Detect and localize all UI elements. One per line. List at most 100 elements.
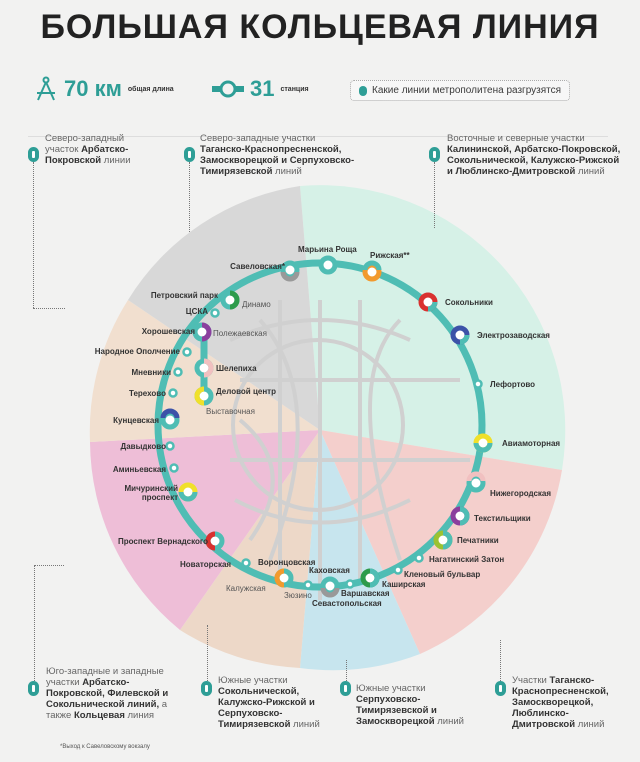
station-zyuzino <box>303 580 313 590</box>
info-pin-icon <box>340 681 351 696</box>
station-label: Авиамоторная <box>502 439 561 448</box>
station-tekstilshchiki <box>450 506 470 526</box>
station-aviamotornaya <box>473 433 493 453</box>
station-label: Мневники <box>131 368 171 377</box>
note-northwest-2: Северо-западные участки Таганско-Красноп… <box>200 133 355 177</box>
station-label: Петровский парк <box>150 291 218 300</box>
note-southwest: Юго-западные и западные участки Арбатско… <box>46 666 169 721</box>
callout-line <box>207 625 208 685</box>
info-pin-icon <box>28 147 39 162</box>
station-sokolniki <box>418 292 438 312</box>
note-south-2: Южные участки Серпуховско-Тимирязевской … <box>356 683 464 727</box>
station-label: Электрозаводская <box>477 331 550 340</box>
station-label: Каширская <box>382 580 426 589</box>
station-kashirskaya <box>360 568 380 588</box>
station-label: Терехово <box>128 389 166 398</box>
stations-value: 31 <box>250 76 275 101</box>
station-michurinsky <box>178 482 198 502</box>
callout-line <box>34 565 35 685</box>
station-label: Давыдково <box>120 442 166 451</box>
station-label: Деловой центр <box>216 387 276 396</box>
station-terekhovo <box>168 388 178 398</box>
station-label: Нижегородская <box>490 489 552 498</box>
info-pin-icon <box>201 681 212 696</box>
station-label: Народное Ополчение <box>94 347 180 356</box>
info-pin-icon <box>28 681 39 696</box>
station-pechatniki <box>433 530 453 550</box>
station-petrovsky-park <box>220 290 240 310</box>
info-pin-icon <box>495 681 506 696</box>
station-novatorskaya <box>205 531 225 551</box>
station-savelovskaya <box>280 260 300 282</box>
callout-line <box>346 660 347 685</box>
station-label: Аминьевская <box>112 465 166 474</box>
station-label: Рижская** <box>370 251 410 260</box>
length-stat: 70 км общая длина <box>34 76 174 102</box>
stations-label: станция <box>280 85 309 93</box>
station-label: Хорошевская <box>141 327 195 336</box>
station-label: ЦСКА <box>185 307 208 316</box>
station-lefortovo <box>473 379 483 389</box>
station-varshavskaya <box>345 579 355 589</box>
callout-line <box>33 162 34 308</box>
station-small <box>241 558 251 568</box>
station-klenovy-bulvar <box>393 565 403 575</box>
station-khoroshevskaya <box>192 322 212 342</box>
station-label: Севастопольская <box>312 599 382 608</box>
station-label: Новаторская <box>180 560 232 569</box>
compass-icon <box>37 76 55 101</box>
station-label: Мичуринский проспект <box>124 484 179 502</box>
callout-line <box>434 162 435 228</box>
legend-button-label: Какие линии метрополитена разгрузятся <box>372 85 562 96</box>
station-narodnoe-opolchenie <box>182 347 192 357</box>
zone-south-west <box>180 430 320 668</box>
zone-northwest <box>128 186 320 430</box>
callout-line <box>500 640 501 685</box>
stations <box>160 255 493 598</box>
station-label: Воронцовская <box>258 558 316 567</box>
station-label: Сокольники <box>445 298 493 307</box>
zone-northeast <box>300 185 566 470</box>
station-label: Проспект Вернадского <box>117 537 208 546</box>
station-label: Печатники <box>457 536 499 545</box>
station-label: Каховская <box>309 566 350 575</box>
note-southeast: Участки Таганско-Краснопресненской, Замо… <box>512 675 609 730</box>
station-maryina-roshcha <box>318 255 338 275</box>
station-icon <box>212 80 244 98</box>
station-label: Лефортово <box>490 380 536 389</box>
station-label: Савеловская* <box>230 262 285 271</box>
station-rizhskaya <box>362 260 382 282</box>
divider <box>28 136 608 137</box>
station-vorontsovskaya <box>274 568 294 588</box>
note-northeast: Восточные и северные участки Калининской… <box>447 133 621 177</box>
stations-stat: 31 станция <box>212 76 309 102</box>
station-label: Шелепиха <box>216 364 257 373</box>
page-title: БОЛЬШАЯ КОЛЬЦЕВАЯ ЛИНИЯ <box>40 8 600 46</box>
station-label: Варшавская <box>341 589 390 598</box>
station-label: Выставочная <box>206 407 255 416</box>
station-kakhovskaya <box>320 576 340 598</box>
station-label: Марьина Роща <box>298 245 357 254</box>
station-label: Полежаевская <box>213 329 267 338</box>
legend-button[interactable]: Какие линии метрополитена разгрузятся <box>350 80 571 101</box>
station-label: Зюзино <box>284 591 312 600</box>
station-nizhegorodskaya <box>466 471 486 493</box>
zone-west-pink <box>90 430 320 630</box>
station-label: Текстильщики <box>474 514 531 523</box>
callout-line <box>189 162 190 232</box>
station-label: Кленовый бульвар <box>404 570 481 579</box>
station-shelepikha <box>194 358 214 378</box>
station-delovoy-tsentr <box>194 386 214 406</box>
info-pin-icon <box>429 147 440 162</box>
station-cska <box>210 308 220 318</box>
length-value: 70 км <box>64 76 122 101</box>
station-davydkovo <box>165 441 175 451</box>
footnote: *Выход к Савеловскому вокзалу <box>60 744 150 750</box>
info-icon <box>359 85 367 96</box>
length-label: общая длина <box>127 85 174 93</box>
station-label: Кунцевская <box>113 416 159 425</box>
station-elektrozavodskaya <box>450 325 470 345</box>
station-kuntsevskaya <box>160 408 180 430</box>
station-mnevniki <box>173 367 183 377</box>
